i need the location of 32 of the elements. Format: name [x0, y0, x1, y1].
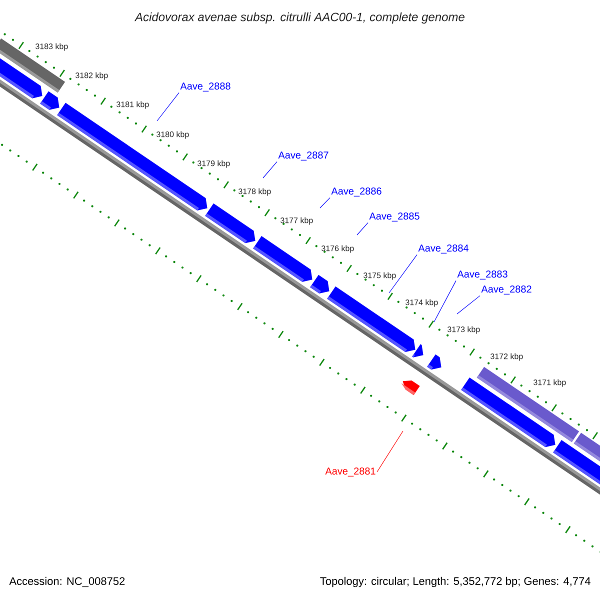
- scale-label: 3172 kbp: [490, 353, 523, 361]
- scale-label: 3173 kbp: [448, 326, 480, 334]
- gene-label: Aave_2881: [325, 468, 376, 476]
- leader-line: [356, 222, 368, 236]
- gene-label: Aave_2885: [369, 212, 420, 222]
- leader-line: [456, 295, 480, 314]
- scale-label: 3180 kbp: [156, 131, 189, 139]
- leader-line: [320, 197, 330, 208]
- scale-label: 3178 kbp: [238, 188, 271, 196]
- leader-line: [388, 254, 418, 294]
- scale-label: 3177 kbp: [280, 217, 313, 225]
- scale-label: 3176 kbp: [322, 245, 354, 253]
- leader-line: [434, 280, 456, 322]
- scale-label: 3171 kbp: [534, 379, 566, 387]
- scale-label: 3182 kbp: [76, 72, 108, 80]
- scale-label: 3179 kbp: [198, 160, 230, 168]
- scale-label: 3181 kbp: [116, 101, 149, 109]
- scale-label: 3175 kbp: [364, 272, 396, 280]
- scale-label: 3183 kbp: [36, 43, 68, 51]
- footer-text: Accession: NC_008752: [9, 576, 125, 588]
- title: Acidovorax avenae subsp. citrulli AAC00-1, complete genome: [134, 12, 464, 24]
- leader-line: [262, 161, 278, 178]
- gene-label: Aave_2886: [331, 188, 382, 196]
- gene-label: Aave_2884: [418, 244, 468, 254]
- leader-line: [156, 92, 180, 122]
- scale-label: 3174 kbp: [406, 299, 438, 307]
- footer-text: Topology: circular; Length: 5,352,772 bp; Genes: 4,774: [320, 576, 590, 588]
- leader-line: [376, 430, 404, 472]
- gene-label: Aave_2888: [180, 82, 230, 92]
- gene-label: Aave_2887: [278, 152, 328, 160]
- gene-label: Aave_2882: [481, 286, 532, 294]
- gene-label: Aave_2883: [457, 270, 508, 280]
